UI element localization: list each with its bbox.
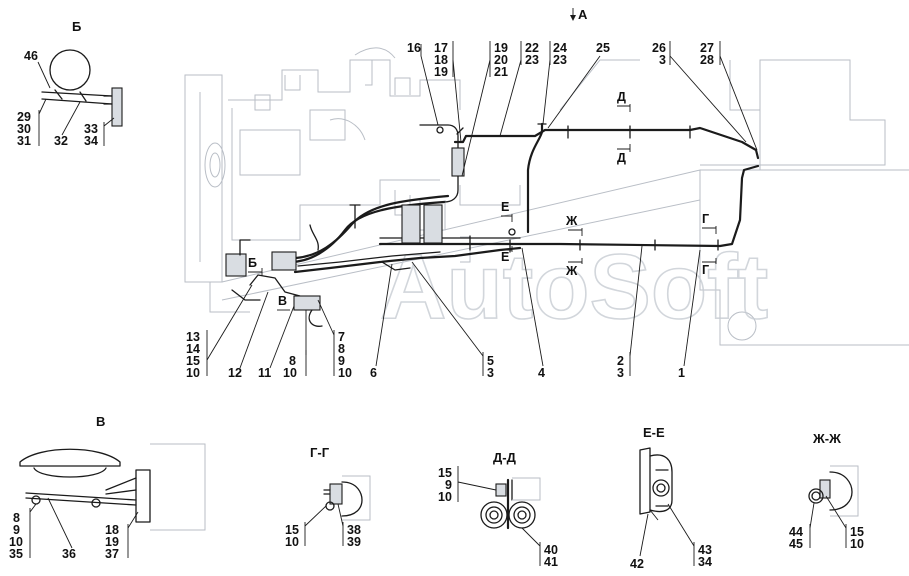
callout-28: 28 — [700, 53, 714, 67]
section-label-e-e: Е-Е — [643, 425, 665, 440]
cut-mark-g-bottom: Г — [702, 263, 709, 277]
callout-8b: 8 — [338, 342, 345, 356]
section-label-g-g: Г-Г — [310, 445, 330, 460]
callout-10c: 10 — [338, 366, 352, 380]
callout-g-38: 38 — [347, 523, 361, 537]
callout-3a: 3 — [659, 53, 666, 67]
callout-e-43: 43 — [698, 543, 712, 557]
callout-3b: 3 — [487, 366, 494, 380]
callout-9: 9 — [338, 354, 345, 368]
callout-v-35: 35 — [9, 547, 23, 561]
callout-v-37: 37 — [105, 547, 119, 561]
cut-mark-e-bottom: Е — [501, 250, 509, 264]
callout-23a: 23 — [525, 53, 539, 67]
callout-24: 24 — [553, 41, 567, 55]
callout-6: 6 — [370, 366, 377, 380]
cut-mark-e-top: Е — [501, 200, 509, 214]
cut-mark-d-top: Д — [617, 90, 626, 104]
cut-mark-g-top: Г — [702, 212, 709, 226]
view-arrow-label: А — [578, 7, 588, 22]
callout-zh-15: 15 — [850, 525, 864, 539]
callout-12: 12 — [228, 366, 242, 380]
section-label-d-d: Д-Д — [493, 450, 517, 465]
callout-v-18: 18 — [105, 523, 119, 537]
callout-26: 26 — [652, 41, 666, 55]
callout-7: 7 — [338, 330, 345, 344]
pipe-routing — [225, 122, 760, 327]
callout-10a: 10 — [186, 366, 200, 380]
callout-v-36: 36 — [62, 547, 76, 561]
callout-21: 21 — [494, 65, 508, 79]
callouts-main-top: 16 17 18 19 19 20 21 22 23 24 23 25 26 3… — [407, 41, 758, 177]
callout-11: 11 — [258, 366, 271, 380]
section-g-g: Г-Г 15 10 38 39 — [285, 445, 371, 549]
callout-19a: 19 — [434, 65, 448, 79]
cut-mark-d-bottom: Д — [617, 151, 626, 165]
callout-15: 15 — [186, 354, 200, 368]
callout-b-33: 33 — [84, 122, 98, 136]
callout-1: 1 — [678, 366, 685, 380]
section-zh-zh: Ж-Ж 44 45 15 10 — [789, 431, 864, 551]
callout-d-41: 41 — [544, 555, 558, 569]
callout-18: 18 — [434, 53, 448, 67]
cut-mark-zh-bottom: Ж — [565, 264, 578, 278]
callout-b-34: 34 — [84, 134, 98, 148]
callout-b-46: 46 — [24, 49, 38, 63]
cut-mark-zh-top: Ж — [565, 214, 578, 228]
callout-v-19: 19 — [105, 535, 119, 549]
section-label-zh-zh: Ж-Ж — [812, 431, 841, 446]
callout-8a: 8 — [289, 354, 296, 368]
callout-v-10: 10 — [9, 535, 23, 549]
callout-e-42: 42 — [630, 557, 644, 571]
callout-10b: 10 — [283, 366, 297, 380]
callout-d-10: 10 — [438, 490, 452, 504]
callout-zh-10: 10 — [850, 537, 864, 551]
section-label-v: В — [96, 414, 105, 429]
watermark: AutoSoft — [380, 236, 768, 338]
callout-5: 5 — [487, 354, 494, 368]
callout-19b: 19 — [494, 41, 508, 55]
callout-zh-45: 45 — [789, 537, 803, 551]
callout-16: 16 — [407, 41, 421, 55]
callout-17: 17 — [434, 41, 448, 55]
callout-25: 25 — [596, 41, 610, 55]
callout-b-31: 31 — [17, 134, 31, 148]
callout-g-15: 15 — [285, 523, 299, 537]
callout-b-29: 29 — [17, 110, 31, 124]
detail-v: В 8 9 10 35 36 18 19 37 — [9, 414, 206, 561]
callout-d-40: 40 — [544, 543, 558, 557]
callout-3c: 3 — [617, 366, 624, 380]
callout-20: 20 — [494, 53, 508, 67]
callout-b-32: 32 — [54, 134, 68, 148]
callout-13: 13 — [186, 330, 200, 344]
callout-2: 2 — [617, 354, 624, 368]
callout-b-30: 30 — [17, 122, 31, 136]
callout-e-34: 34 — [698, 555, 712, 569]
callout-d-15: 15 — [438, 466, 452, 480]
cut-marks: А Б В Д Д Е Е Ж Ж Г Г — [248, 7, 717, 311]
callout-22: 22 — [525, 41, 539, 55]
section-d-d: Д-Д 15 9 10 40 41 — [438, 450, 558, 569]
callout-g-39: 39 — [347, 535, 361, 549]
detail-b: Б 46 29 30 31 32 33 34 — [17, 19, 123, 148]
callout-v-8: 8 — [13, 511, 20, 525]
section-label-b: Б — [72, 19, 81, 34]
cut-mark-v: В — [278, 294, 287, 308]
callout-d-9: 9 — [445, 478, 452, 492]
callout-v-9: 9 — [13, 523, 20, 537]
callout-23b: 23 — [553, 53, 567, 67]
callout-27: 27 — [700, 41, 714, 55]
callout-zh-44: 44 — [789, 525, 803, 539]
callouts-main-bottom: 13 14 15 10 12 11 8 10 7 8 9 10 6 5 3 4 … — [186, 245, 701, 380]
cut-mark-b: Б — [248, 256, 257, 270]
callout-4: 4 — [538, 366, 545, 380]
section-e-e: Е-Е 42 43 34 — [630, 425, 712, 571]
callout-14: 14 — [186, 342, 200, 356]
callout-g-10: 10 — [285, 535, 299, 549]
